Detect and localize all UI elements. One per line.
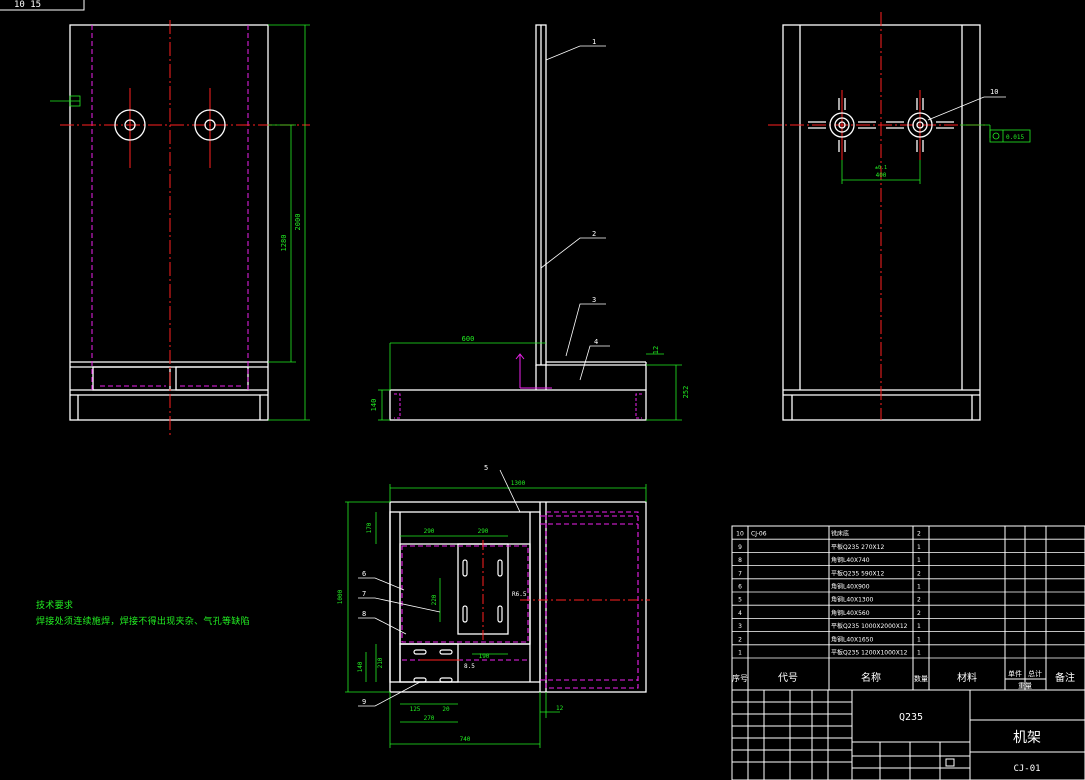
dim-rear-tolerance: ±0.1 (875, 165, 887, 171)
bom-cell-no: 3 (738, 623, 742, 630)
bom-header-code: 代号 (778, 672, 798, 684)
dim-rear-flatness: 0.015 (1006, 134, 1024, 141)
dim-plan-left-low2: 140 (357, 661, 364, 672)
balloon-7: 7 (362, 590, 366, 598)
dim-side-base-length: 600 (462, 335, 475, 343)
tech-notes-title: 技术要求 (36, 601, 74, 611)
bom-cell-no: 8 (738, 557, 742, 564)
front-hole-right (194, 109, 226, 141)
dim-plan-small-a: 125 (410, 706, 421, 713)
balloon-8: 8 (362, 610, 366, 618)
bom-cell-no: 6 (738, 584, 742, 591)
bom-header-total-weight: 总计 (1028, 669, 1042, 678)
bom-cell-qty: 1 (917, 584, 921, 591)
dim-plan-hole: R6.5 (512, 591, 527, 598)
balloon-9: 9 (362, 698, 366, 706)
dim-plan-hole2: 8.5 (464, 663, 475, 670)
bom-cell-no: 10 (736, 531, 744, 538)
tech-notes-line: 焊接处须连续施焊，焊接不得出现夹杂、气孔等缺陷 (36, 617, 250, 627)
balloon-6: 6 (362, 570, 366, 578)
bom-cell-qty: 1 (917, 650, 921, 657)
bom-header-weight: 重量 (1018, 682, 1032, 690)
bom-cell-qty: 2 (917, 610, 921, 617)
bom-cell-qty: 2 (917, 570, 921, 577)
bom-cell-name: 角钢L40X740 (831, 556, 870, 564)
dim-plan-small-c: 270 (424, 715, 435, 722)
balloon-3: 3 (592, 296, 596, 304)
bom-cell-name: 角钢L40X900 (831, 583, 870, 591)
bom-cell-qty: 1 (917, 557, 921, 564)
corner-tag: 10 15 (0, 0, 85, 11)
corner-tag-text: 10 15 (14, 0, 41, 10)
dim-plan-left-low: 210 (377, 657, 384, 668)
bom-cell-code: CJ-06 (751, 531, 767, 538)
dim-plan-inner: 190 (479, 653, 490, 660)
dim-plan-bottom: 740 (460, 736, 471, 743)
bom-cell-qty: 1 (917, 623, 921, 630)
bom-cell-name: 铣床底 (831, 530, 849, 538)
dim-plan-col-b: 290 (478, 528, 489, 535)
bom-cell-name: 角钢L40X1650 (831, 635, 874, 643)
bom-header-qty: 数量 (914, 674, 928, 683)
bom-cell-name: 平板Q235 1000X2000X12 (831, 622, 908, 630)
dim-plan-col-a: 290 (424, 528, 435, 535)
bom-cell-name: 角钢L40X560 (831, 609, 870, 617)
dim-plan-small-b: 20 (442, 706, 450, 713)
balloon-1: 1 (592, 38, 596, 46)
bom-cell-qty: 1 (917, 544, 921, 551)
dim-front-height-upper: 1280 (280, 235, 288, 252)
bom-cell-no: 5 (738, 597, 742, 604)
bom-cell-no: 2 (738, 636, 742, 643)
bom-cell-no: 1 (738, 650, 742, 657)
bom-header-name: 名称 (861, 671, 881, 684)
bom-rows: 10 CJ-06 铣床底 2 9 平板Q235 270X12 1 8 角钢L40X740 1 7 平板… (732, 530, 1085, 659)
dim-plan-depth: 1000 (337, 589, 344, 604)
bom-cell-qty: 1 (917, 636, 921, 643)
bom-cell-qty: 2 (917, 531, 921, 538)
bom-cell-name: 平板Q235 590X12 (831, 569, 884, 577)
front-hole-left (114, 109, 146, 141)
bom-header-no: 序号 (732, 673, 748, 683)
title-drawing-name: 机架 (1013, 730, 1041, 746)
title-drawing-number: CJ-01 (1013, 764, 1040, 774)
balloon-4: 4 (594, 338, 598, 346)
dim-plan-mid: 220 (431, 594, 438, 605)
balloon-5: 5 (484, 464, 488, 472)
rear-view: 400 ±0.1 0.015 10 (768, 12, 1031, 421)
balloon-2: 2 (592, 230, 596, 238)
side-view: 600 140 12 252 1 2 3 4 (370, 24, 690, 421)
plan-view: 1300 1000 170 290 290 220 190 210 140 12… (337, 464, 650, 748)
bom-cell-name: 角钢L40X1300 (831, 596, 874, 604)
front-view: 2000 1280 (50, 20, 310, 435)
dim-plan-right-gap: 12 (556, 705, 564, 712)
title-block: Q235 机架 CJ-01 (731, 689, 1085, 780)
bom-table: 10 CJ-06 铣床底 2 9 平板Q235 270X12 1 8 角钢L40X740 1 7 平板… (731, 525, 1085, 691)
bom-header-remark: 备注 (1055, 671, 1075, 684)
bom-cell-qty: 2 (917, 597, 921, 604)
dim-side-base-height: 140 (370, 399, 378, 412)
balloon-10: 10 (990, 88, 998, 96)
dim-side-base-offset: 12 (652, 346, 660, 354)
bom-header-unit-weight: 单件 (1008, 669, 1022, 678)
bom-header-material: 材料 (957, 671, 977, 684)
bom-cell-no: 7 (738, 570, 742, 577)
rear-flange-left (808, 98, 876, 152)
dim-plan-top-gap: 170 (366, 522, 373, 533)
bom-cell-name: 平板Q235 1200X1000X12 (831, 649, 908, 657)
dim-plan-width: 1300 (511, 480, 526, 487)
bom-cell-no: 4 (738, 610, 742, 617)
dim-front-height-overall: 2000 (294, 214, 302, 231)
dim-side-base-total: 252 (682, 386, 690, 399)
bom-cell-name: 平板Q235 270X12 (831, 543, 884, 551)
bom-cell-no: 9 (738, 544, 742, 551)
dim-rear-spacing: 400 (876, 172, 887, 179)
title-material: Q235 (899, 712, 923, 723)
rear-flange-right (886, 98, 954, 152)
